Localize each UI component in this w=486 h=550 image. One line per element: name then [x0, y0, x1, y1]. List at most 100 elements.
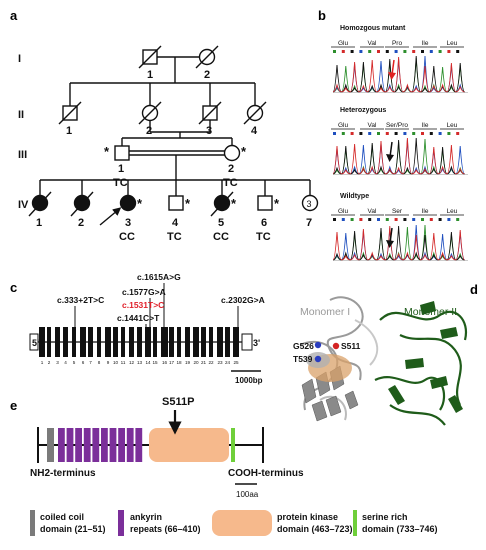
protein-scale-label: 100aa [236, 490, 259, 499]
individual-number: 3 [125, 217, 131, 229]
base-call-mark [368, 132, 372, 135]
variant-label: c.1577G>A [122, 287, 166, 297]
utr-3-box [241, 333, 253, 351]
base-call-mark [456, 50, 460, 53]
protein-structure-render [299, 296, 468, 426]
legend-label: domain (21–51) [40, 524, 106, 534]
exon [39, 327, 45, 357]
exon [169, 327, 174, 357]
exon-number: 23 [217, 360, 223, 365]
codon-label: Pro [392, 40, 403, 47]
codon-label: Val [368, 40, 377, 47]
variant-label: c.2302G>A [221, 295, 265, 305]
exon [80, 327, 86, 357]
exon-number: 18 [176, 360, 182, 365]
ankyrin-repeats [58, 428, 143, 462]
exon-number: 6 [82, 360, 85, 365]
base-call-mark [447, 50, 451, 53]
ankyrin-repeat [118, 428, 125, 462]
exon-number: 5 [73, 360, 76, 365]
trace-line [332, 137, 465, 175]
three-prime-label: 3' [253, 338, 260, 348]
residue-t539-sphere [314, 355, 322, 363]
codon-label: Val [368, 122, 377, 129]
exon-number: 10 [113, 360, 119, 365]
generation-label: I [18, 53, 21, 65]
exon [153, 327, 157, 357]
individual-number: 2 [204, 69, 210, 81]
base-call-mark [377, 218, 380, 221]
pedigree-gen3-male-1 [114, 145, 130, 161]
panel-label-a: a [10, 8, 18, 23]
base-call-mark [341, 50, 345, 53]
ankyrin-repeat [66, 428, 74, 462]
base-call-mark [333, 218, 336, 221]
individual-number: 3 [206, 125, 212, 137]
mutation-label: S511P [162, 396, 194, 408]
exon-number: 8 [98, 360, 101, 365]
ankyrin-repeat [101, 428, 108, 462]
exon-number: 25 [233, 360, 239, 365]
exon-number: 22 [208, 360, 214, 365]
genotype-label: TC [256, 231, 271, 243]
ankyrin-repeat [92, 428, 100, 462]
five-prime-label: 5' [32, 338, 39, 348]
legend-label: domain (733–746) [362, 524, 438, 534]
exon [201, 327, 206, 357]
ankyrin-repeat [75, 428, 82, 462]
base-call-mark [350, 132, 354, 135]
variant-label-highlight: c.1531T>C [122, 300, 164, 310]
panel-label-d: d [470, 282, 478, 297]
deceased-mark [138, 45, 162, 69]
group-count: 3 [307, 199, 312, 209]
codon-label: Ile [422, 122, 429, 129]
legend-swatch-kinase [212, 510, 272, 536]
exon-number: 17 [169, 360, 175, 365]
residue-label: G526 [293, 341, 314, 351]
residue-g526-sphere [314, 341, 322, 349]
base-call-mark [359, 132, 363, 135]
exon [72, 327, 76, 357]
exon-number: 11 [121, 360, 126, 365]
base-call-mark [412, 50, 416, 53]
genotype-label: CC [213, 231, 229, 243]
base-call-mark [385, 218, 389, 221]
pedigree [28, 45, 319, 226]
individual-number: 7 [306, 217, 312, 229]
pedigree-gen4-proband [119, 194, 137, 212]
codon-label: Leu [447, 122, 458, 129]
exon-number: 21 [201, 360, 207, 365]
trace-line [332, 224, 465, 261]
genotype-label: TC [223, 177, 238, 189]
individual-number: 1 [66, 125, 72, 137]
base-call-mark [377, 50, 380, 53]
codon-label: Glu [338, 122, 349, 129]
base-call-mark [359, 218, 363, 221]
base-call-mark [438, 50, 442, 53]
panel-label-b: b [318, 8, 326, 23]
pedigree-gen3-female-2 [223, 144, 241, 162]
base-call-mark [394, 132, 398, 135]
exon-number: 9 [107, 360, 110, 365]
pedigree-labels: I II III IV 1 2 1 2 3 4 * * 1 TC 2 TC 1 … [18, 53, 312, 243]
codon-label: Leu [447, 208, 458, 215]
n-terminus-label: NH2-terminus [30, 468, 96, 479]
monomer-2-label: Monomer II [404, 306, 457, 318]
exon-number: 19 [185, 360, 191, 365]
codon-label: Ile [422, 208, 429, 215]
exon [63, 327, 68, 357]
trace-line [332, 57, 465, 93]
exon-number: 12 [129, 360, 135, 365]
variant-arrow-head [386, 240, 394, 248]
exon-number: 15 [152, 360, 158, 365]
exon [185, 327, 190, 357]
coiled-coil-domain [47, 428, 54, 462]
base-call-mark [438, 218, 442, 221]
base-call-mark [341, 218, 345, 221]
panel-label-e: e [10, 398, 17, 413]
exon [193, 327, 199, 357]
exon [88, 327, 93, 357]
base-call-mark [412, 132, 416, 135]
